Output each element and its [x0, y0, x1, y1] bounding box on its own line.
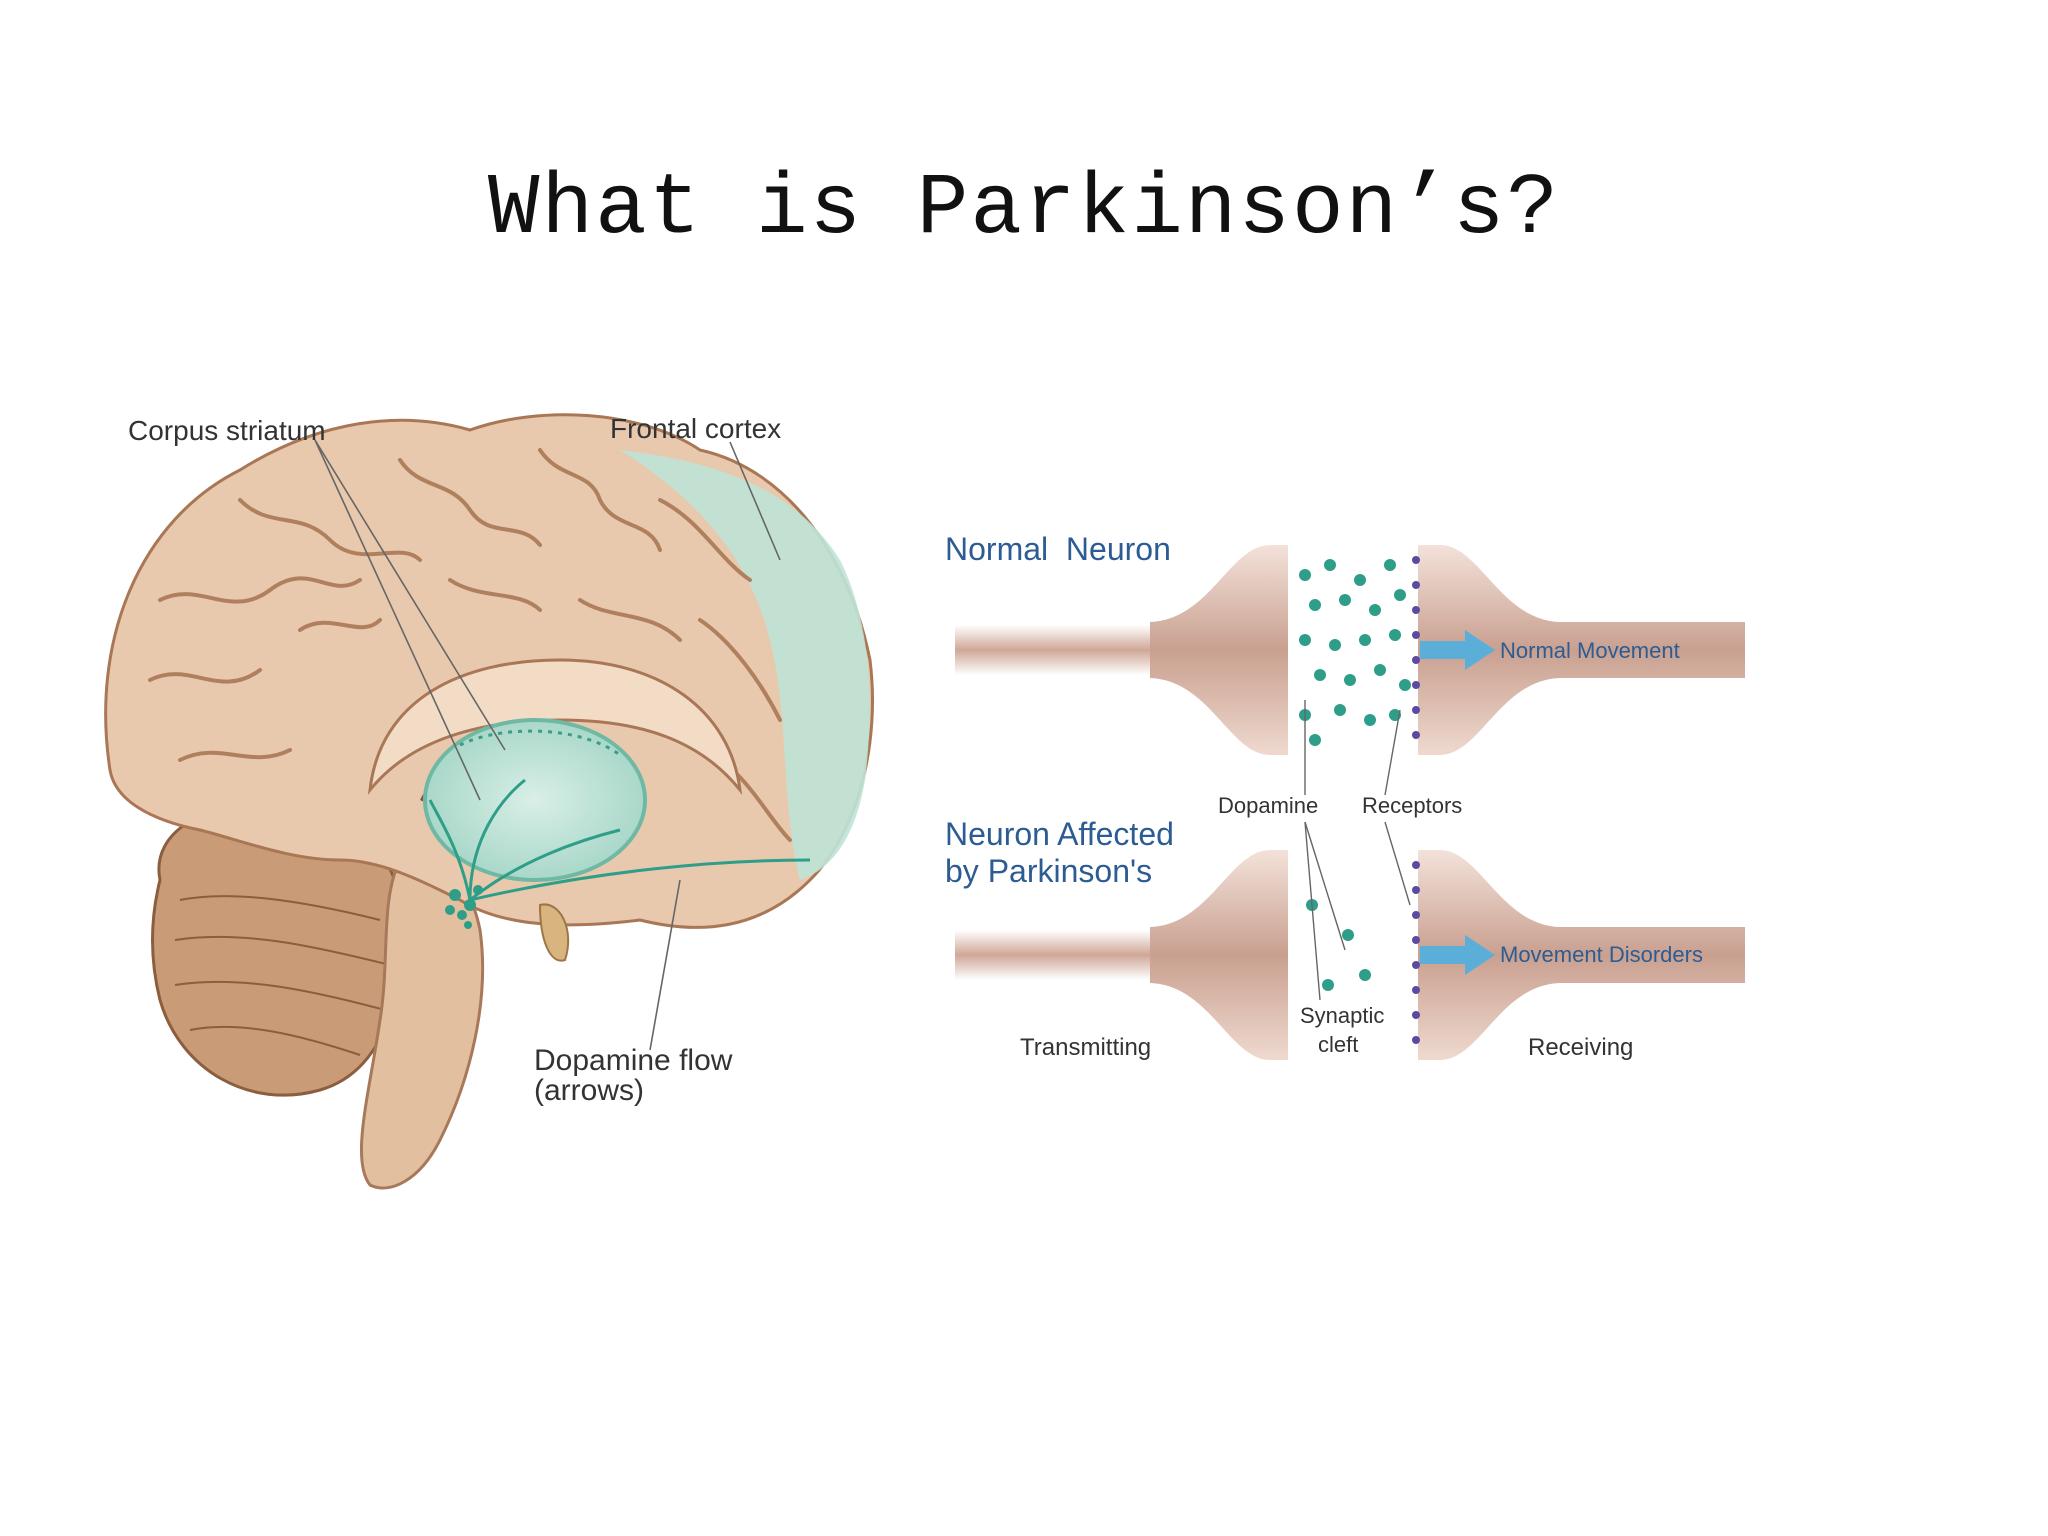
- receiving-terminal-affected: [1418, 850, 1745, 1060]
- dopamine-flow-label: Dopamine flow: [534, 1044, 733, 1077]
- synapse-leader-lines: [1304, 700, 1411, 1001]
- transmitting-label: Transmitting: [1020, 1034, 1151, 1061]
- frontal-cortex-label: Frontal cortex: [610, 413, 781, 444]
- movement-disorders-arrow: [1420, 935, 1495, 975]
- transmitting-terminal-affected: [1150, 850, 1288, 1060]
- corpus-striatum-label: Corpus striatum: [128, 415, 326, 446]
- normal-synapse: [955, 545, 1745, 755]
- receiving-terminal-normal: [1418, 545, 1745, 755]
- affected-neuron-sublabel: by Parkinson's: [945, 853, 1152, 889]
- receptor-dots-affected: [1412, 861, 1420, 1044]
- frontal-cortex-region: [620, 450, 870, 880]
- brain-stem: [359, 856, 485, 1190]
- dopamine-flow-sublabel: (arrows): [534, 1074, 644, 1107]
- receptor-dots-normal: [1412, 556, 1420, 739]
- brain-illustration: Corpus striatum Frontal cortex Dopamine …: [104, 413, 874, 1190]
- slide-title: What is Parkinson’s?: [487, 160, 1561, 258]
- normal-neuron-label: Normal Neuron: [945, 531, 1171, 567]
- dopamine-flow-arrows: [428, 778, 811, 902]
- dopamine-molecules-normal: [1299, 559, 1411, 746]
- normal-movement-arrow: [1420, 630, 1495, 670]
- affected-neuron-label: Neuron Affected: [945, 816, 1174, 852]
- substantia-nigra-dots: [445, 885, 483, 929]
- gyri-folds: [148, 448, 792, 842]
- dopamine-label: Dopamine: [1218, 793, 1318, 818]
- receptors-label: Receptors: [1362, 793, 1462, 818]
- brain-leader-lines: [314, 439, 781, 1051]
- synaptic-cleft-sublabel: cleft: [1318, 1032, 1358, 1057]
- synapse-diagram: Normal Neuron Neuron Affected by Parkins…: [945, 531, 1745, 1061]
- receiving-label: Receiving: [1528, 1034, 1633, 1061]
- cerebellum-folds: [174, 895, 391, 1056]
- synaptic-cleft-label: Synaptic: [1300, 1003, 1384, 1028]
- normal-movement-label: Normal Movement: [1500, 638, 1680, 663]
- movement-disorders-label: Movement Disorders: [1500, 942, 1703, 967]
- transmitting-terminal-normal: [1150, 545, 1288, 755]
